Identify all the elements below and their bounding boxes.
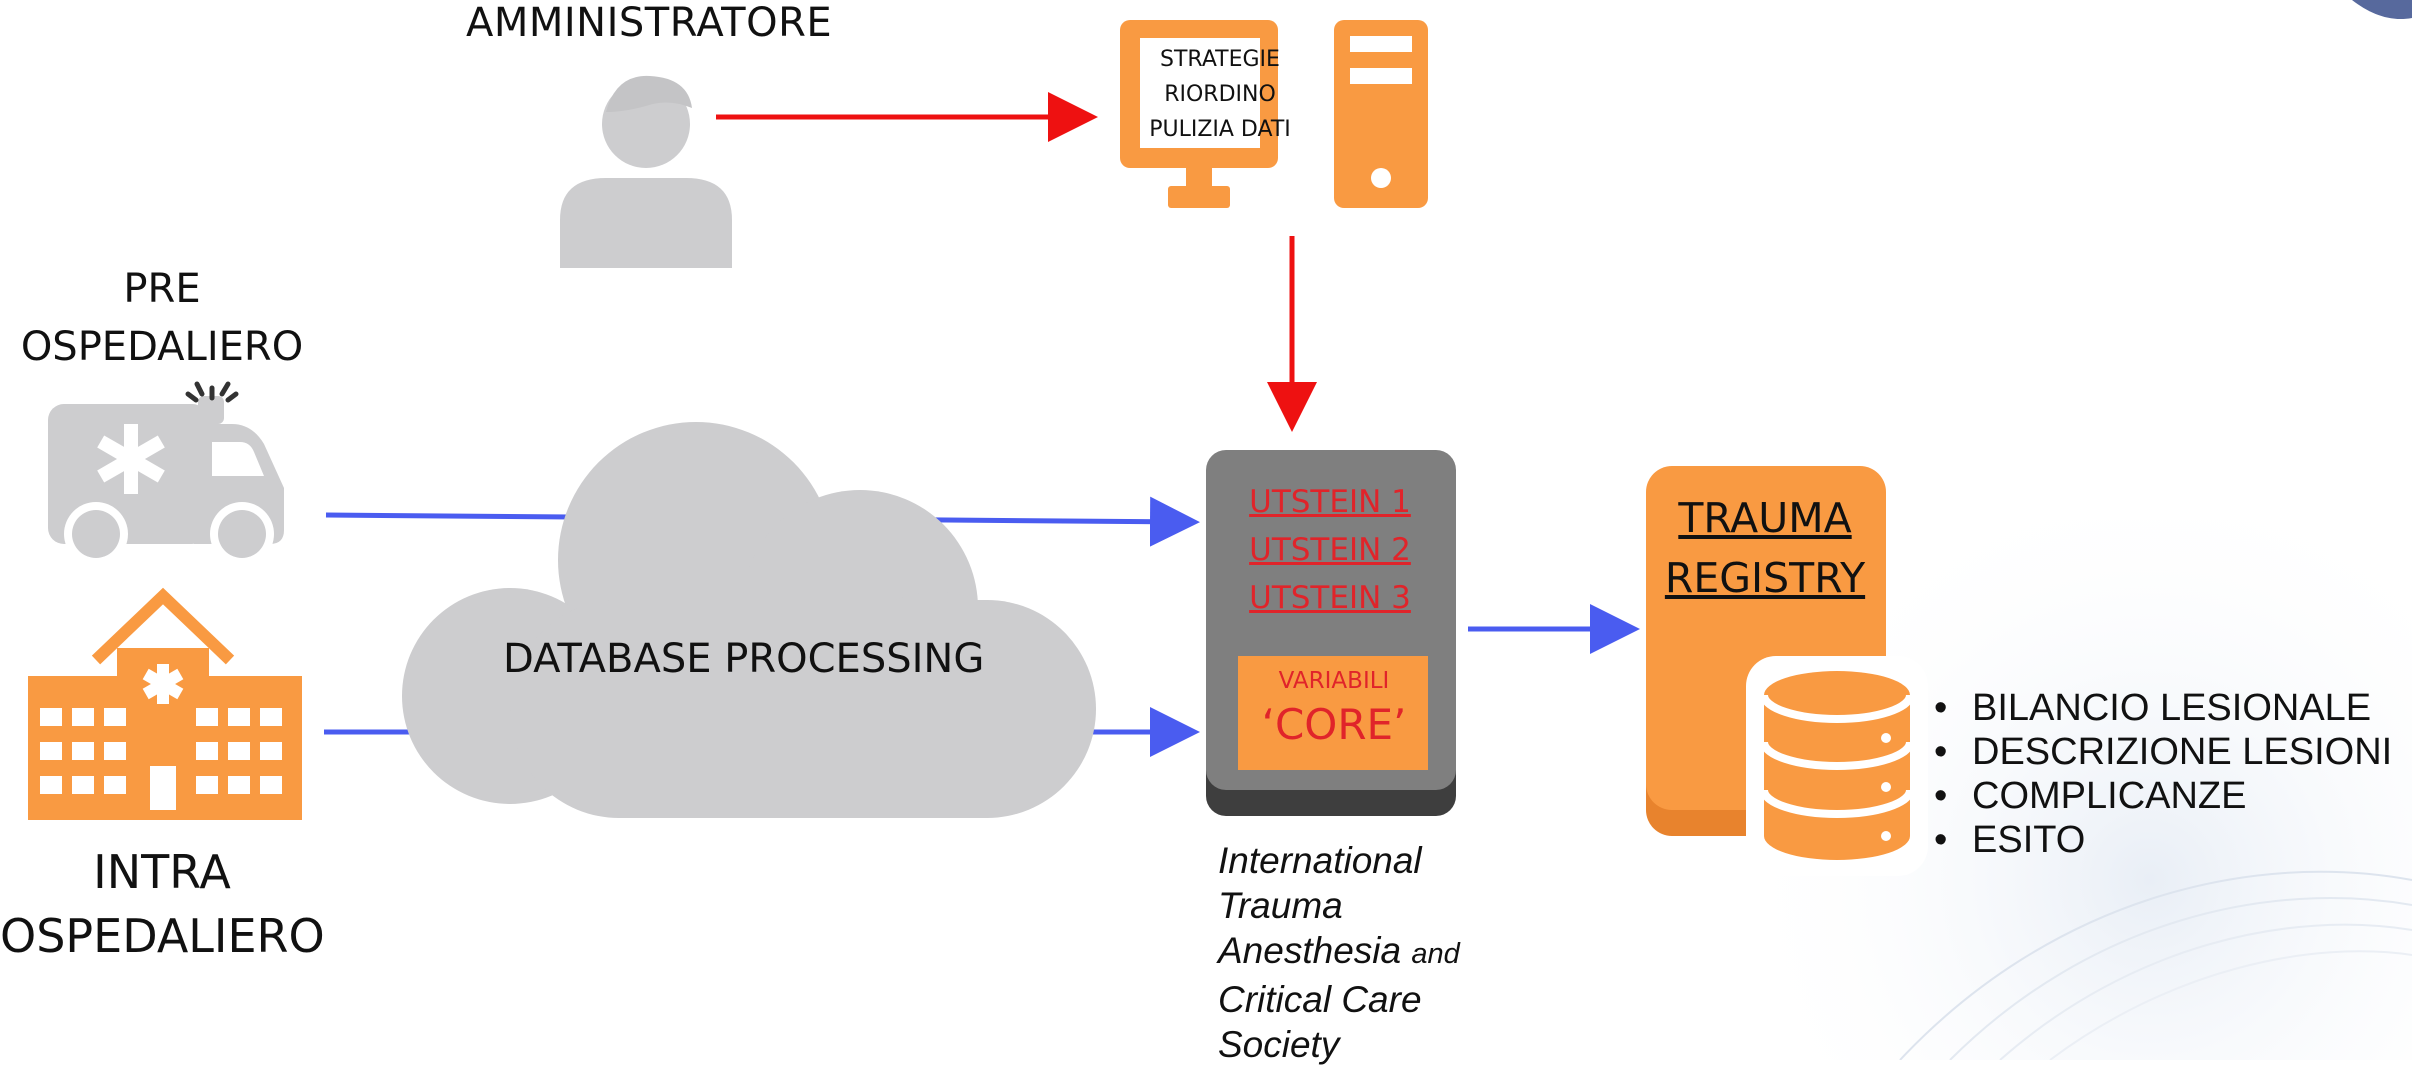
- pre-hospital-label-line1: PRE: [123, 266, 201, 312]
- screen-line-riordino: RIORDINO: [1164, 82, 1276, 107]
- society-line2: Trauma: [1218, 885, 1343, 926]
- screen-line-pulizia-dati: PULIZIA DATI: [1149, 117, 1291, 142]
- core-variables-value: ‘CORE’: [1261, 700, 1407, 749]
- registry-title-line1[interactable]: TRAUMA: [1678, 494, 1852, 542]
- society-line1: International: [1218, 840, 1422, 881]
- society-line5: Society: [1218, 1024, 1340, 1065]
- intra-hospital-label-line2: OSPEDALIERO: [0, 909, 325, 963]
- siren-lights-icon: [185, 381, 239, 403]
- list-item: BILANCIO LESIONALE: [1934, 686, 2392, 730]
- society-line3: Anesthesia and: [1218, 928, 1460, 977]
- pre-hospital-label: PRE OSPEDALIERO: [20, 260, 304, 376]
- intra-hospital-label-line1: INTRA: [93, 845, 231, 899]
- registry-title-line2[interactable]: REGISTRY: [1664, 554, 1866, 602]
- computer-icon: [1120, 20, 1428, 208]
- list-item: DESCRIZIONE LESIONI: [1934, 730, 2392, 774]
- registry-outcomes-list: BILANCIO LESIONALE DESCRIZIONE LESIONI C…: [1934, 686, 2392, 862]
- society-line4: Critical Care: [1218, 979, 1422, 1020]
- list-item: COMPLICANZE: [1934, 774, 2392, 818]
- administrator-icon: [560, 75, 732, 268]
- intra-hospital-label: INTRA OSPEDALIERO: [0, 840, 325, 968]
- society-line3-main: Anesthesia: [1218, 930, 1402, 971]
- society-line3-small: and: [1411, 938, 1460, 970]
- core-variables-title: VARIABILI: [1278, 668, 1390, 694]
- utstein-2-link[interactable]: UTSTEIN 2: [1249, 532, 1411, 568]
- list-item: ESITO: [1934, 818, 2392, 862]
- core-variables-box: [1238, 656, 1428, 770]
- database-icon: [1746, 656, 1928, 876]
- screen-line-strategie: STRATEGIE: [1160, 47, 1280, 72]
- hospital-icon: [28, 587, 302, 820]
- society-label: International Trauma Anesthesia and Crit…: [1218, 838, 1460, 1067]
- core-module: [1206, 450, 1456, 816]
- cloud-label: DATABASE PROCESSING: [503, 636, 985, 682]
- utstein-3-link[interactable]: UTSTEIN 3: [1249, 580, 1411, 616]
- pre-hospital-label-line2: OSPEDALIERO: [20, 324, 304, 370]
- administrator-label: AMMINISTRATORE: [466, 0, 833, 46]
- cloud-shape: [402, 422, 1096, 818]
- computer-screen-text: STRATEGIE RIORDINO PULIZIA DATI: [1140, 42, 1300, 147]
- ambulance-icon: [48, 396, 284, 566]
- utstein-1-link[interactable]: UTSTEIN 1: [1249, 484, 1411, 520]
